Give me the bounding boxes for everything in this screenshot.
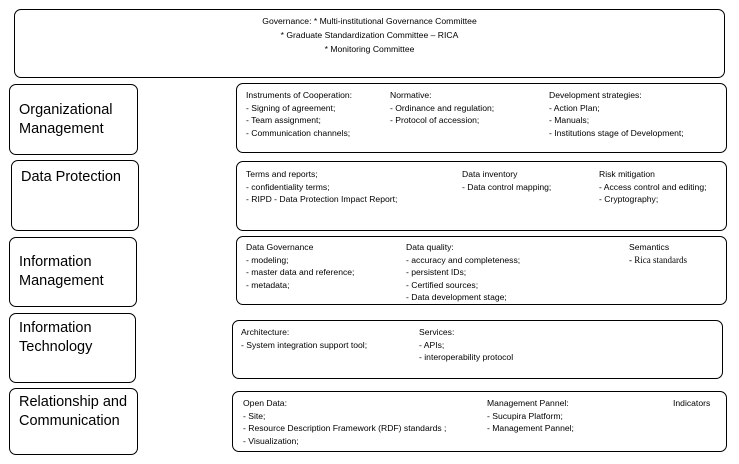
label-line: Information bbox=[19, 320, 92, 336]
list-item: - modeling; bbox=[246, 254, 289, 265]
column-title: Services: bbox=[419, 327, 455, 337]
label-relationship-and-communication: Relationship and Communication bbox=[9, 388, 138, 455]
column-services: Services: - APIs; - interoperability pro… bbox=[419, 326, 513, 364]
governance-line-2: * Graduate Standardization Committee – R… bbox=[280, 30, 459, 40]
column-title: Development strategies: bbox=[549, 90, 642, 100]
list-item: - confidentiality terms; bbox=[246, 181, 330, 192]
list-item: - Visualization; bbox=[243, 435, 299, 446]
content-organizational-management: Instruments of Cooperation: - Signing of… bbox=[236, 83, 727, 153]
column-title: Indicators bbox=[673, 398, 711, 408]
list-item: - Resource Description Framework (RDF) s… bbox=[243, 423, 447, 434]
list-item: - Ordinance and regulation; bbox=[390, 102, 495, 113]
list-item: - Cryptography; bbox=[599, 194, 659, 205]
column-title: Data inventory bbox=[462, 169, 518, 179]
column-data-quality: Data quality: - accuracy and completenes… bbox=[406, 241, 520, 304]
label-line: Communication bbox=[19, 413, 120, 429]
column-title: Terms and reports; bbox=[246, 169, 318, 179]
column-semantics: Semantics - Rica standards bbox=[629, 241, 687, 266]
column-open-data: Open Data: - Site; - Resource Descriptio… bbox=[243, 397, 446, 447]
label-organizational-management: Organizational Management bbox=[9, 84, 138, 155]
list-item: - Team assignment; bbox=[246, 115, 321, 126]
label-line: Data Protection bbox=[21, 169, 121, 185]
column-title: Instruments of Cooperation: bbox=[246, 90, 353, 100]
column-normative: Normative: - Ordinance and regulation; -… bbox=[390, 89, 494, 127]
column-title: Data quality: bbox=[406, 242, 454, 252]
column-instruments-of-cooperation: Instruments of Cooperation: - Signing of… bbox=[246, 89, 352, 139]
content-information-management: Data Governance - modeling; - master dat… bbox=[236, 236, 727, 305]
list-item: - Management Pannel; bbox=[487, 423, 574, 434]
list-item: - Communication channels; bbox=[246, 127, 351, 138]
list-item: - Site; bbox=[243, 410, 266, 421]
column-title: Architecture: bbox=[241, 327, 290, 337]
label-information-management: Information Management bbox=[9, 237, 137, 307]
column-data-inventory: Data inventory - Data control mapping; bbox=[462, 168, 551, 193]
list-item: - interoperability protocol bbox=[419, 352, 514, 363]
label-information-technology: Information Technology bbox=[9, 313, 136, 383]
label-data-protection: Data Protection bbox=[11, 160, 139, 231]
label-line: Technology bbox=[19, 339, 93, 355]
list-item: - accuracy and completeness; bbox=[406, 254, 521, 265]
column-title: Semantics bbox=[629, 242, 670, 252]
list-item: - persistent IDs; bbox=[406, 267, 467, 278]
governance-box: Governance: * Multi-institutional Govern… bbox=[14, 9, 725, 78]
list-item: - Signing of agreement; bbox=[246, 102, 336, 113]
column-indicators: Indicators bbox=[673, 397, 710, 410]
label-line: Relationship and bbox=[19, 394, 128, 410]
list-item: - Institutions stage of Development; bbox=[549, 127, 684, 138]
column-terms-and-reports: Terms and reports; - confidentiality ter… bbox=[246, 168, 397, 206]
content-information-technology: Architecture: - System integration suppo… bbox=[232, 320, 723, 379]
column-risk-mitigation: Risk mitigation - Access control and edi… bbox=[599, 168, 706, 206]
list-item: - master data and reference; bbox=[246, 267, 355, 278]
list-item: - RIPD - Data Protection Impact Report; bbox=[246, 194, 398, 205]
list-item: - Data development stage; bbox=[406, 292, 507, 303]
column-management-pannel: Management Pannel: - Sucupira Platform; … bbox=[487, 397, 574, 435]
list-item: - Protocol of accession; bbox=[390, 115, 480, 126]
column-title: Normative: bbox=[390, 90, 432, 100]
list-item: - Sucupira Platform; bbox=[487, 410, 563, 421]
list-item: - System integration support tool; bbox=[241, 339, 368, 350]
list-item: - Manuals; bbox=[549, 115, 590, 126]
content-data-protection: Terms and reports; - confidentiality ter… bbox=[236, 161, 727, 231]
column-architecture: Architecture: - System integration suppo… bbox=[241, 326, 367, 351]
column-data-governance: Data Governance - modeling; - master dat… bbox=[246, 241, 354, 291]
label-line: Management bbox=[19, 273, 104, 289]
list-item: - Data control mapping; bbox=[462, 181, 552, 192]
content-relationship-and-communication: Open Data: - Site; - Resource Descriptio… bbox=[232, 391, 727, 452]
label-line: Organizational bbox=[19, 101, 113, 118]
label-line: Information bbox=[19, 254, 92, 270]
list-item: - metadata; bbox=[246, 279, 290, 290]
list-item: - APIs; bbox=[419, 339, 445, 350]
column-title: Management Pannel: bbox=[487, 398, 569, 408]
column-development-strategies: Development strategies: - Action Plan; -… bbox=[549, 89, 684, 139]
label-line: Management bbox=[19, 120, 104, 137]
governance-line-3: * Monitoring Committee bbox=[324, 44, 415, 54]
list-item: - Access control and editing; bbox=[599, 181, 707, 192]
column-title: Open Data: bbox=[243, 398, 287, 408]
list-item: - Certified sources; bbox=[406, 279, 479, 290]
list-item: - Rica standards bbox=[629, 254, 687, 265]
governance-line-1: Governance: * Multi-institutional Govern… bbox=[262, 16, 477, 26]
list-item: - Action Plan; bbox=[549, 102, 600, 113]
column-title: Data Governance bbox=[246, 242, 314, 252]
column-title: Risk mitigation bbox=[599, 169, 655, 179]
